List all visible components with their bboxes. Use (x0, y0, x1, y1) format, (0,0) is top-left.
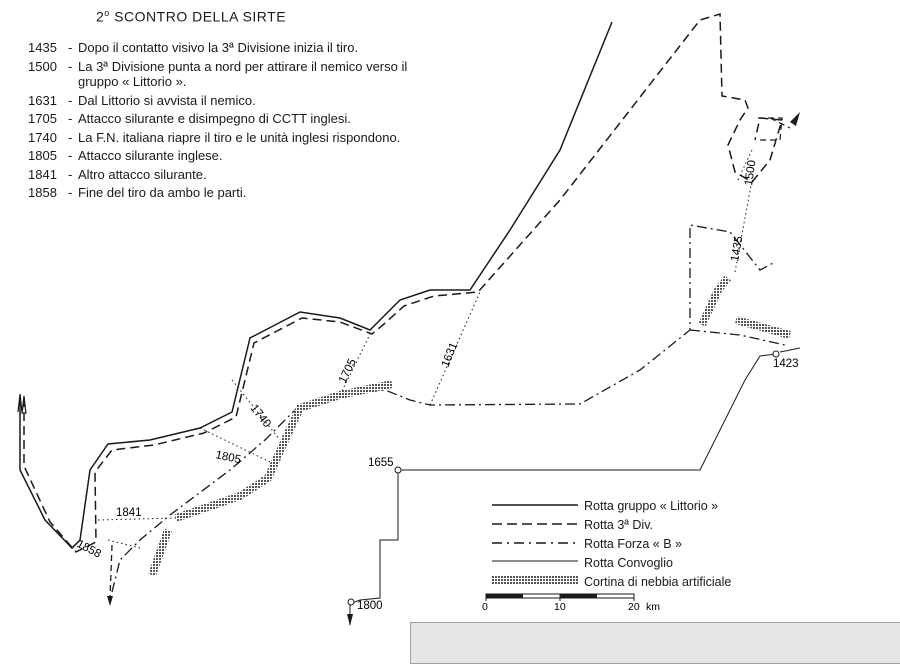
legend-symbols (492, 504, 578, 584)
smoke-screen-1 (174, 380, 393, 522)
third-division-route (23, 12, 783, 553)
event-time: 1631 (28, 92, 57, 108)
event-text: Dal Littorio si avvista il nemico. (78, 92, 256, 108)
marker-1800 (347, 598, 355, 606)
legend-item: Rotta gruppo « Littorio » (492, 496, 731, 515)
event-item: 1631-Dal Littorio si avvista il nemico. (28, 93, 408, 109)
label-1805: 1805 (214, 449, 242, 466)
smoke-screen-2 (148, 528, 172, 577)
page-title: 2o SCONTRO DELLA SIRTE (96, 8, 286, 25)
marker-1423 (772, 350, 780, 358)
map-legend: Rotta gruppo « Littorio » Rotta 3ª Div. … (492, 496, 731, 591)
event-item: 1805-Attacco silurante inglese. (28, 148, 408, 164)
third-division-tail (109, 544, 113, 599)
third-division-loop (758, 117, 791, 141)
convoy-entry (779, 347, 801, 353)
event-text: La 3ª Divisione punta a nord per attirar… (78, 58, 408, 90)
event-time: 1705 (28, 111, 57, 126)
label-1858: 1858 (75, 538, 103, 561)
event-text: Altro attacco silurante. (78, 166, 207, 182)
label-1423: 1423 (773, 358, 799, 370)
event-time: 1805 (28, 148, 57, 163)
event-item: 1500-La 3ª Divisione punta a nord per at… (28, 58, 408, 90)
label-1841: 1841 (116, 507, 142, 519)
label-1631: 1631 (440, 341, 461, 369)
label-1705: 1705 (337, 357, 359, 385)
marker-1655 (394, 466, 402, 474)
label-1435: 1435 (729, 235, 745, 262)
legend-label: Cortina di nebbia artificiale (584, 574, 732, 589)
start-arrow-left (17, 393, 27, 415)
legend-item: Rotta Forza « B » (492, 534, 731, 553)
scale-tick-20: 20 (628, 601, 640, 613)
legend-item: Cortina di nebbia artificiale (492, 572, 731, 591)
label-1800: 1800 (357, 600, 383, 612)
scale-unit: km (646, 601, 660, 613)
event-text: Attacco silurante inglese. (78, 148, 223, 163)
event-time: 1740 (28, 129, 57, 145)
smoke-screen-3 (698, 275, 732, 327)
title-superscript: o (104, 8, 110, 18)
legend-label: Rotta Convoglio (584, 555, 673, 570)
event-time: 1435 (28, 40, 57, 55)
event-item: 1435-Dopo il contatto visivo la 3ª Divis… (28, 40, 408, 56)
event-text: Dopo il contatto visivo la 3ª Divisione … (78, 40, 359, 55)
event-item: 1841-Altro attacco silurante. (28, 167, 408, 183)
smoke-screen-4 (734, 316, 792, 339)
force-b-route (111, 224, 786, 593)
title-text: SCONTRO DELLA SIRTE (109, 8, 287, 25)
event-list: 1435-Dopo il contatto visivo la 3ª Divis… (28, 40, 408, 204)
legend-label: Rotta Forza « B » (584, 536, 682, 551)
event-item: 1705-Attacco silurante e disimpegno di C… (28, 111, 408, 127)
event-text: Attacco silurante e disimpegno di CCTT i… (78, 111, 351, 126)
scale-tick-10: 10 (554, 601, 566, 613)
littorio-route (19, 21, 613, 550)
event-time: 1858 (28, 185, 57, 200)
event-item: 1858-Fine del tiro da ambo le parti. (28, 185, 408, 201)
end-arrow-3div (107, 596, 113, 606)
event-time: 1500 (28, 58, 57, 74)
event-time: 1841 (28, 166, 57, 182)
time-lines (97, 149, 753, 549)
label-1500: 1500 (743, 159, 758, 186)
scale-bar (485, 593, 635, 601)
legend-label: Rotta gruppo « Littorio » (584, 498, 719, 513)
event-item: 1740-La F.N. italiana riapre il tiro e l… (28, 130, 408, 146)
event-text: Fine del tiro da ambo le parti. (78, 185, 247, 200)
legend-item: Rotta Convoglio (492, 553, 731, 572)
legend-label: Rotta 3ª Div. (584, 517, 654, 532)
loop-arrow (790, 112, 800, 126)
gray-panel (410, 622, 900, 664)
legend-item: Rotta 3ª Div. (492, 515, 731, 534)
convoy-arrow (347, 614, 353, 626)
label-1655: 1655 (368, 457, 394, 469)
event-text: La F.N. italiana riapre il tiro e le uni… (78, 129, 401, 145)
scale-tick-0: 0 (482, 601, 488, 613)
title-number: 2 (96, 8, 105, 25)
